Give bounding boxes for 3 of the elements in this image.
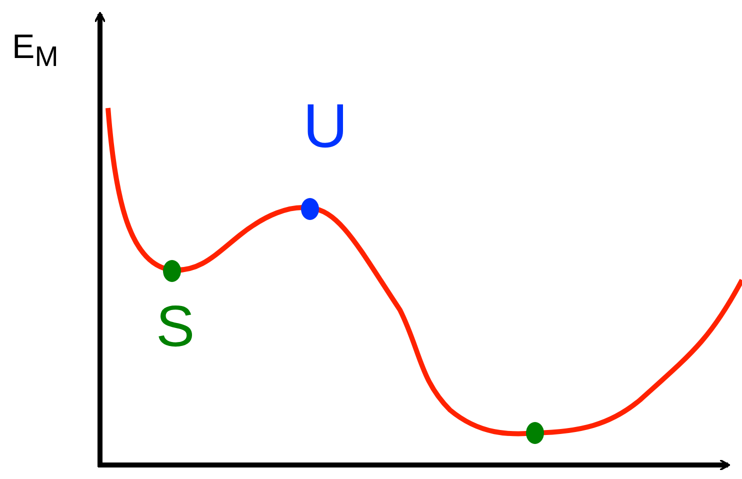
axis-label: E$_{M}$ (12, 30, 58, 72)
point-label: U (303, 96, 348, 158)
point-label: S (156, 298, 195, 356)
